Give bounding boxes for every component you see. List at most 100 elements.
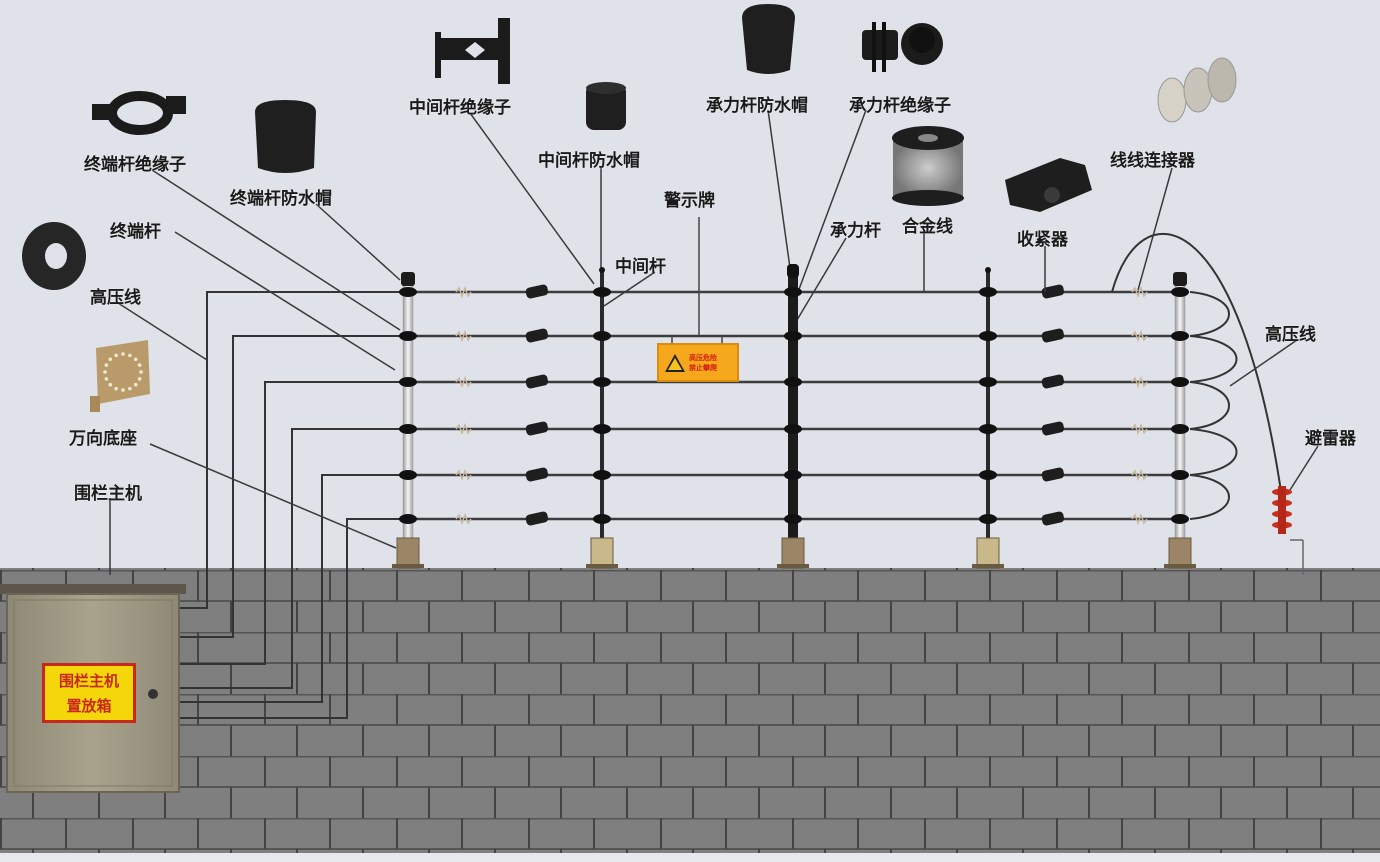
base-plate [777, 564, 809, 568]
arrester-body [1278, 486, 1286, 534]
hv-jumper-cable [1189, 428, 1238, 476]
tensioner-icon [525, 511, 549, 526]
base-plate [1164, 564, 1196, 568]
hv-feed-wire-5 [179, 474, 408, 703]
universal-base-icon [590, 537, 614, 569]
base-plate [586, 564, 618, 568]
leader-line [315, 203, 401, 281]
box-lock-icon [148, 689, 158, 699]
load-cap-photo [742, 4, 795, 74]
insulator-icon [1171, 470, 1189, 480]
label-universal-base: 万向底座 [69, 429, 137, 449]
insulator-icon [979, 470, 997, 480]
hv-feed-wire-1 [179, 291, 408, 609]
hv-jumper-cable [1189, 381, 1230, 430]
spring-icon [455, 329, 472, 343]
hv-jumper-cable [1189, 335, 1238, 383]
leader-line [174, 231, 396, 371]
middle-insulator-photo [435, 18, 510, 84]
label-middle-cap: 中间杆防水帽 [538, 151, 640, 171]
hv-feed-wire-4 [179, 428, 408, 689]
host-box [0, 584, 186, 793]
spring-icon [1131, 329, 1148, 343]
insulator-icon [784, 377, 802, 387]
tensioner-icon [525, 328, 549, 343]
leader-line [1229, 339, 1298, 387]
leader-line [151, 169, 401, 331]
hv-jumper-cable [1189, 474, 1230, 520]
waterproof-cap-icon [985, 267, 991, 273]
insulator-icon [593, 331, 611, 341]
middle-cap-photo [586, 82, 626, 130]
label-hv-cable-right: 高压线 [1265, 325, 1316, 345]
tensioner-icon [1041, 374, 1065, 389]
tensioner-icon [1041, 511, 1065, 526]
insulator-icon [399, 377, 417, 387]
insulator-icon [979, 331, 997, 341]
insulator-icon [784, 331, 802, 341]
label-terminal-post: 终端杆 [110, 222, 161, 242]
spring-icon [1131, 422, 1148, 436]
label-fence-host: 围栏主机 [74, 484, 142, 504]
insulator-icon [593, 514, 611, 524]
fence-wires [408, 284, 1180, 526]
label-middle-post: 中间杆 [615, 257, 666, 277]
host-box-label-line2: 置放箱 [66, 697, 112, 715]
insulator-icon [784, 287, 802, 297]
label-load-post: 承力杆 [830, 221, 881, 241]
insulator-icon [979, 424, 997, 434]
tensioner-icon [1041, 284, 1065, 299]
insulator-icon [399, 331, 417, 341]
leader-line [149, 443, 397, 549]
spring-icon [455, 468, 472, 482]
ground-cable [1111, 232, 1284, 506]
host-box-label: 围栏主机 置放箱 [42, 663, 136, 723]
universal-base-icon [781, 537, 805, 569]
insulator-icon [1171, 424, 1189, 434]
leader-line [603, 271, 656, 307]
tensioner-icon [525, 421, 549, 436]
middle-post [986, 270, 990, 545]
hv-feed-wire-2 [179, 335, 408, 638]
warning-sign: 高压危险 禁止攀爬 [657, 343, 739, 382]
insulator-icon [1171, 377, 1189, 387]
spring-icon [1131, 468, 1148, 482]
label-load-cap: 承力杆防水帽 [706, 96, 808, 116]
tensioner-icon [1041, 421, 1065, 436]
leader-line [1289, 445, 1319, 491]
spring-icon [455, 422, 472, 436]
tensioner-icon [525, 374, 549, 389]
universal-base-icon [396, 537, 420, 569]
tensioner-icon [1041, 328, 1065, 343]
insulator-icon [1171, 287, 1189, 297]
label-alloy-wire: 合金线 [902, 217, 953, 237]
label-tensioner: 收紧器 [1017, 230, 1068, 250]
base-plate [972, 564, 1004, 568]
spring-icon [455, 375, 472, 389]
spring-icon [1131, 512, 1148, 526]
insulator-icon [399, 470, 417, 480]
waterproof-cap-icon [1173, 272, 1187, 286]
terminal-cap-photo [255, 100, 316, 173]
insulator-icon [784, 470, 802, 480]
wire-connector-photo [1157, 57, 1237, 123]
tensioner-icon [525, 467, 549, 482]
hv-feed-wire-6 [179, 518, 408, 719]
warning-sign-line1: 高压危险 [689, 353, 717, 362]
label-lightning-arrester: 避雷器 [1305, 429, 1356, 449]
load-insulator-photo [862, 22, 943, 72]
insulator-icon [593, 424, 611, 434]
insulator-icon [1171, 331, 1189, 341]
warning-triangle-icon [665, 353, 685, 372]
base-plate [392, 564, 424, 568]
spring-icon [1131, 375, 1148, 389]
label-wire-connector: 线线连接器 [1110, 151, 1195, 171]
insulator-icon [979, 514, 997, 524]
label-hv-cable-left: 高压线 [90, 288, 141, 308]
insulator-icon [593, 377, 611, 387]
insulator-icon [593, 287, 611, 297]
insulator-icon [784, 424, 802, 434]
hv-jumper-cable [1189, 291, 1230, 337]
